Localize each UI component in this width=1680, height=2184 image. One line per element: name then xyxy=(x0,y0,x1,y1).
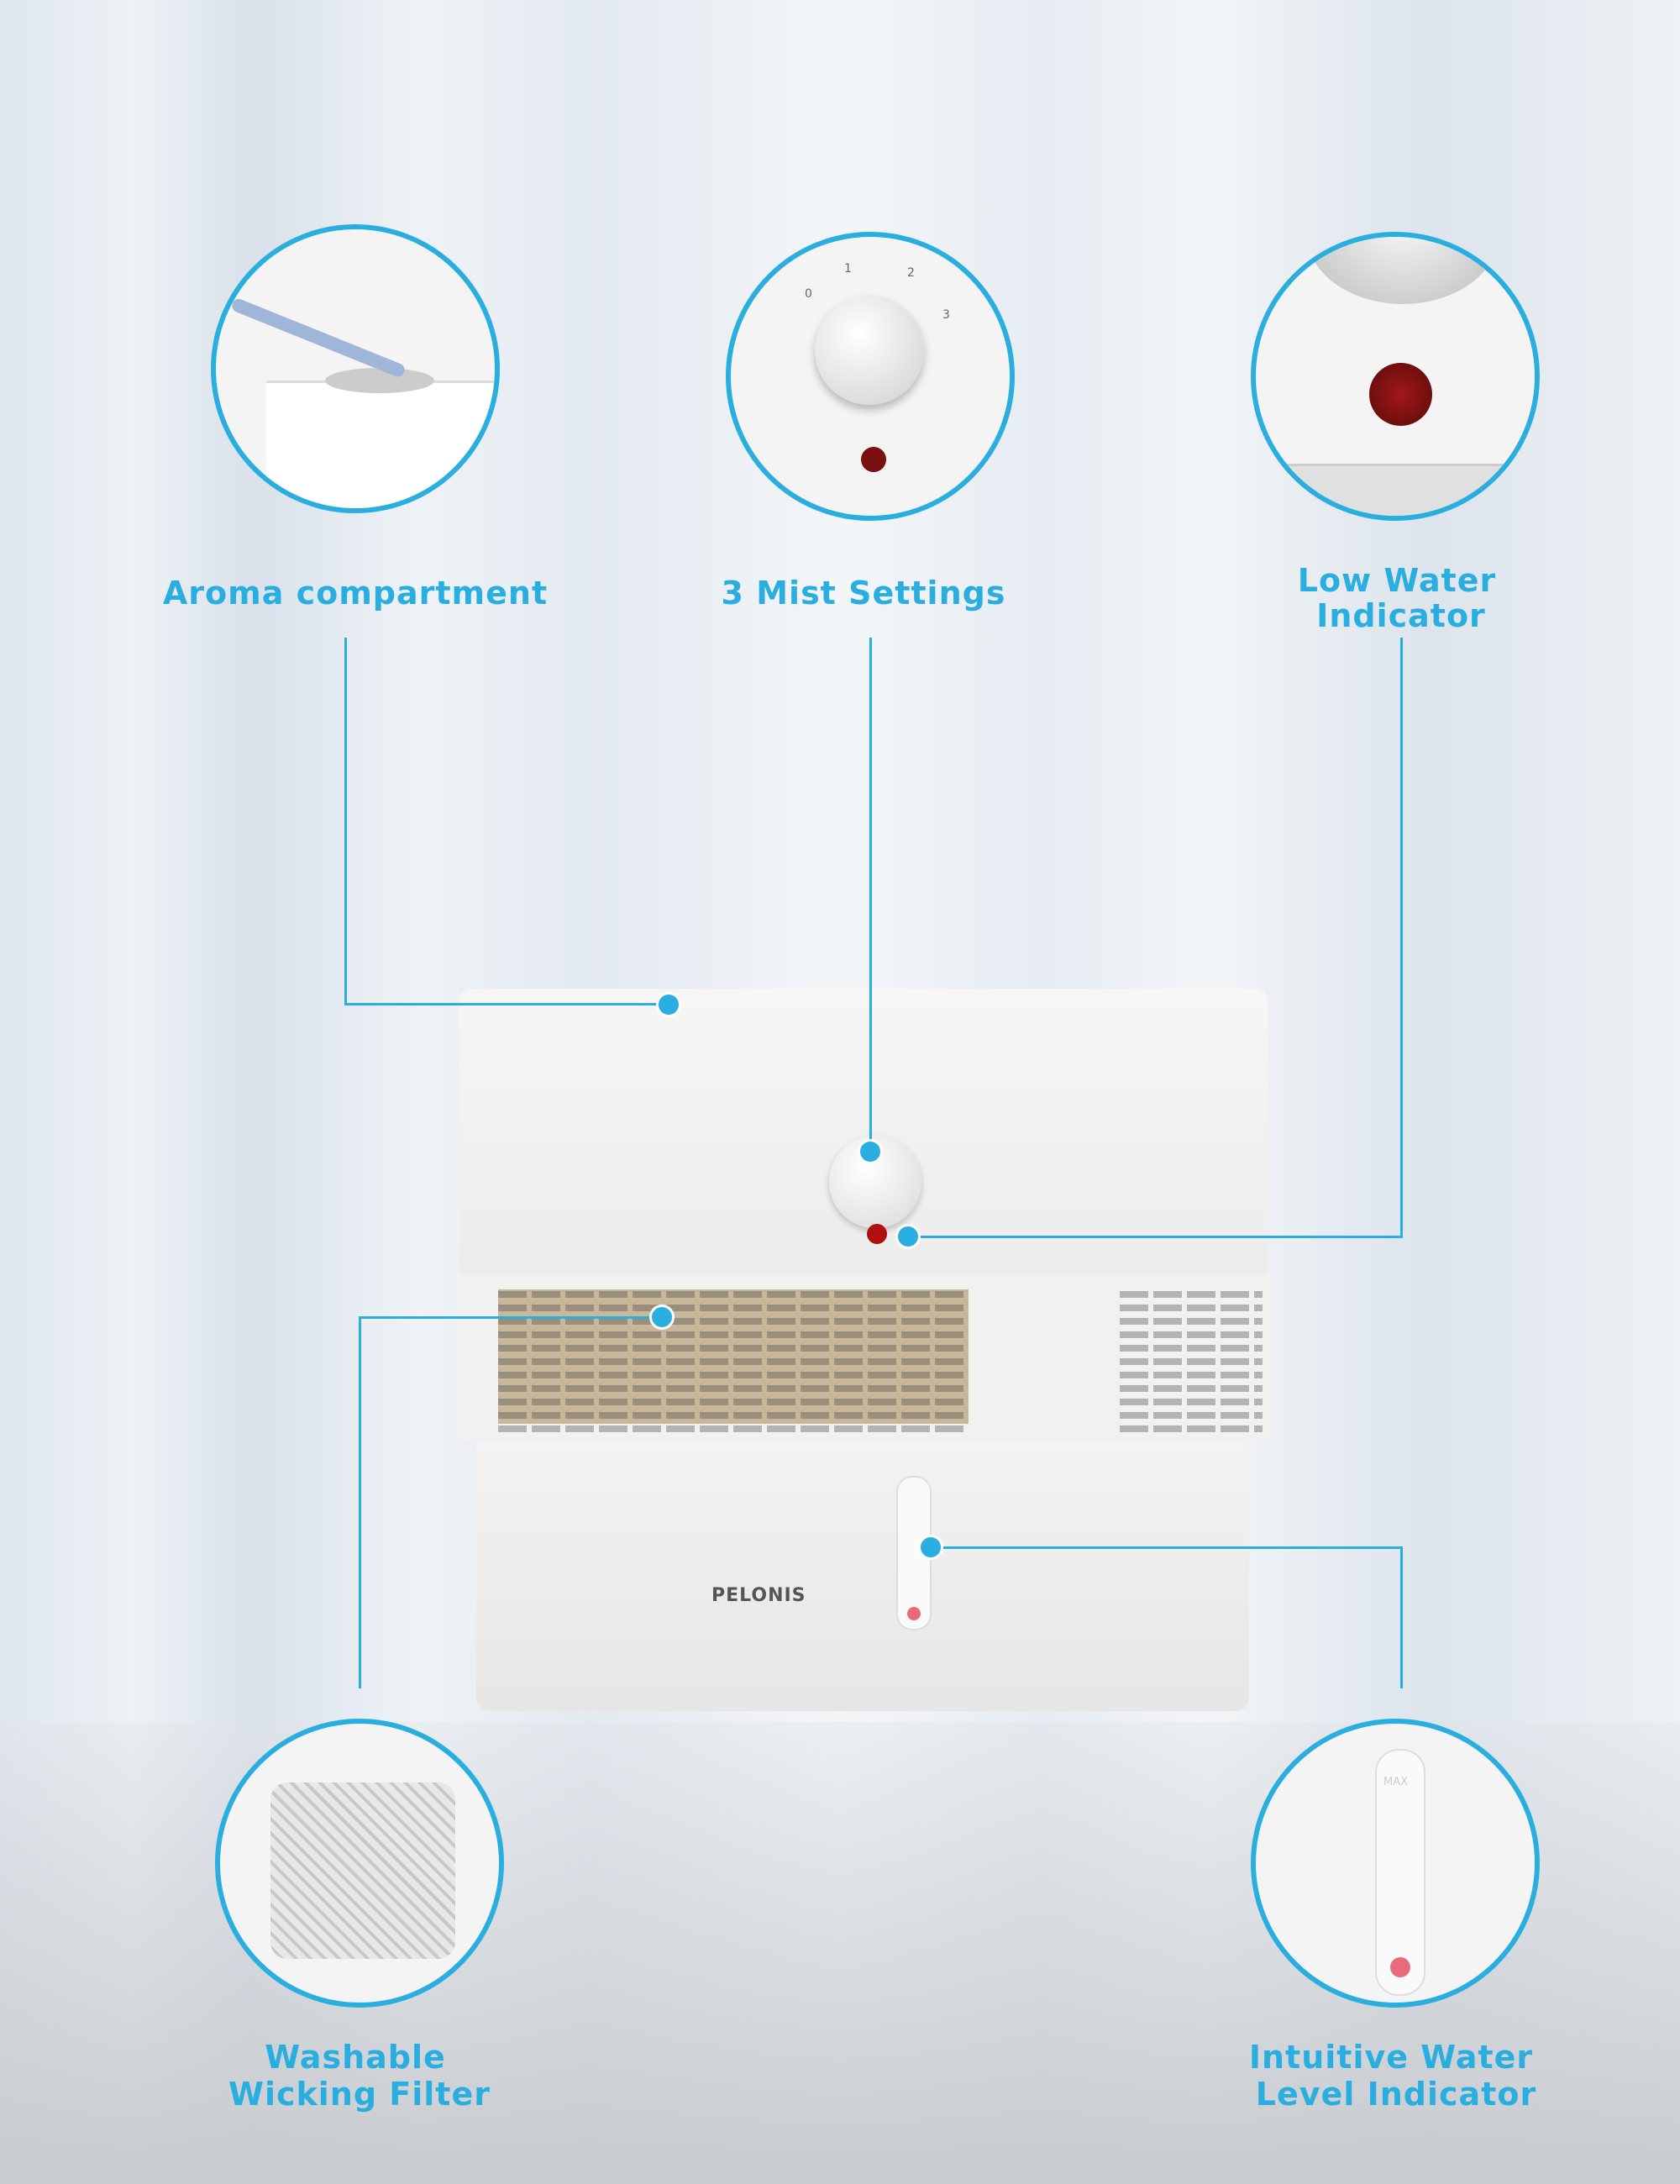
grille-slot xyxy=(498,1305,969,1311)
grille-slot xyxy=(1120,1385,1263,1392)
water-level-callout-dot xyxy=(918,1535,943,1560)
grille-slot xyxy=(1120,1291,1263,1298)
grille-slot xyxy=(498,1425,969,1432)
water-level-window: MAX xyxy=(1375,1749,1425,1996)
aroma-pad-icon xyxy=(325,368,434,393)
aroma-callout-line xyxy=(344,638,347,1005)
water-level-label-line2: Level Indicator xyxy=(1255,2076,1537,2113)
grille-slot xyxy=(1120,1412,1263,1419)
low-water-indicator-closeup xyxy=(1251,232,1540,521)
grille-slot xyxy=(1120,1345,1263,1352)
dial-mark-0: 0 xyxy=(805,287,812,301)
grille-slot xyxy=(498,1345,969,1352)
low-water-label-line2: Indicator xyxy=(1316,597,1486,634)
water-level-callout-line-h xyxy=(931,1546,1403,1549)
water-level-label-line1: Intuitive Water xyxy=(1248,2039,1534,2076)
air-grille xyxy=(456,1274,1271,1442)
indicator-light-icon xyxy=(861,447,886,472)
grille-slot xyxy=(1120,1358,1263,1365)
grille-slot xyxy=(498,1291,969,1298)
dial-knob-icon xyxy=(815,296,924,405)
max-mark: MAX xyxy=(1383,1776,1409,1788)
grille-slot xyxy=(1120,1399,1263,1405)
grille-slot xyxy=(1120,1305,1263,1311)
water-level-closeup: MAX xyxy=(1251,1719,1540,2008)
humidifier-product-image: PELONIS xyxy=(456,989,1271,1714)
grille-slot xyxy=(498,1412,969,1419)
grille-slot xyxy=(498,1331,969,1338)
filter-callout-line xyxy=(359,1316,361,1688)
aroma-compartment-label: Aroma compartment xyxy=(162,575,549,612)
filter-label-line1: Washable xyxy=(265,2039,446,2076)
low-water-label-line1: Low Water xyxy=(1297,562,1497,599)
filter-image xyxy=(270,1782,455,1959)
water-level-float-icon xyxy=(907,1607,921,1620)
grille-slot xyxy=(498,1372,969,1378)
low-water-callout-dot xyxy=(895,1224,921,1249)
low-water-led xyxy=(867,1224,887,1244)
low-water-callout-line-h xyxy=(908,1236,1403,1238)
dial-knob-icon xyxy=(1306,237,1499,304)
grille-slot xyxy=(1120,1372,1263,1378)
grille-slot xyxy=(1120,1318,1263,1325)
filter-label-line2: Wicking Filter xyxy=(228,2076,491,2113)
grille-slot xyxy=(1120,1425,1263,1432)
low-water-callout-line xyxy=(1400,638,1403,1237)
dial-mark-1: 1 xyxy=(844,262,852,276)
wicking-filter-visible xyxy=(498,1289,969,1424)
mist-settings-label: 3 Mist Settings xyxy=(721,575,1006,612)
aroma-callout-line-h xyxy=(344,1003,669,1005)
wicking-filter-closeup xyxy=(215,1719,504,2008)
grille-slot xyxy=(498,1358,969,1365)
filter-callout-dot xyxy=(649,1305,675,1330)
device-upper-housing xyxy=(459,989,1268,1283)
aroma-callout-dot xyxy=(656,992,681,1017)
grille-slot xyxy=(498,1385,969,1392)
dial-mark-3: 3 xyxy=(942,308,950,322)
mist-callout-dot xyxy=(858,1139,883,1164)
mist-callout-line xyxy=(869,638,872,1152)
grille-slot xyxy=(498,1399,969,1405)
grille-slot xyxy=(498,1318,969,1325)
mist-dial-closeup: 0 1 2 3 xyxy=(726,232,1015,521)
water-tank: PELONIS xyxy=(476,1442,1249,1711)
grille-image xyxy=(1256,464,1535,516)
dropper-icon xyxy=(230,297,407,379)
aroma-compartment-closeup xyxy=(211,224,500,513)
brand-logo: PELONIS xyxy=(711,1585,806,1606)
water-level-float-icon xyxy=(1390,1957,1410,1977)
water-level-callout-line xyxy=(1400,1546,1403,1688)
device-top-image xyxy=(266,381,495,508)
grille-slot xyxy=(1120,1331,1263,1338)
filter-callout-line-h xyxy=(359,1316,662,1319)
red-indicator-light-icon xyxy=(1369,363,1432,426)
dial-mark-2: 2 xyxy=(907,266,915,280)
